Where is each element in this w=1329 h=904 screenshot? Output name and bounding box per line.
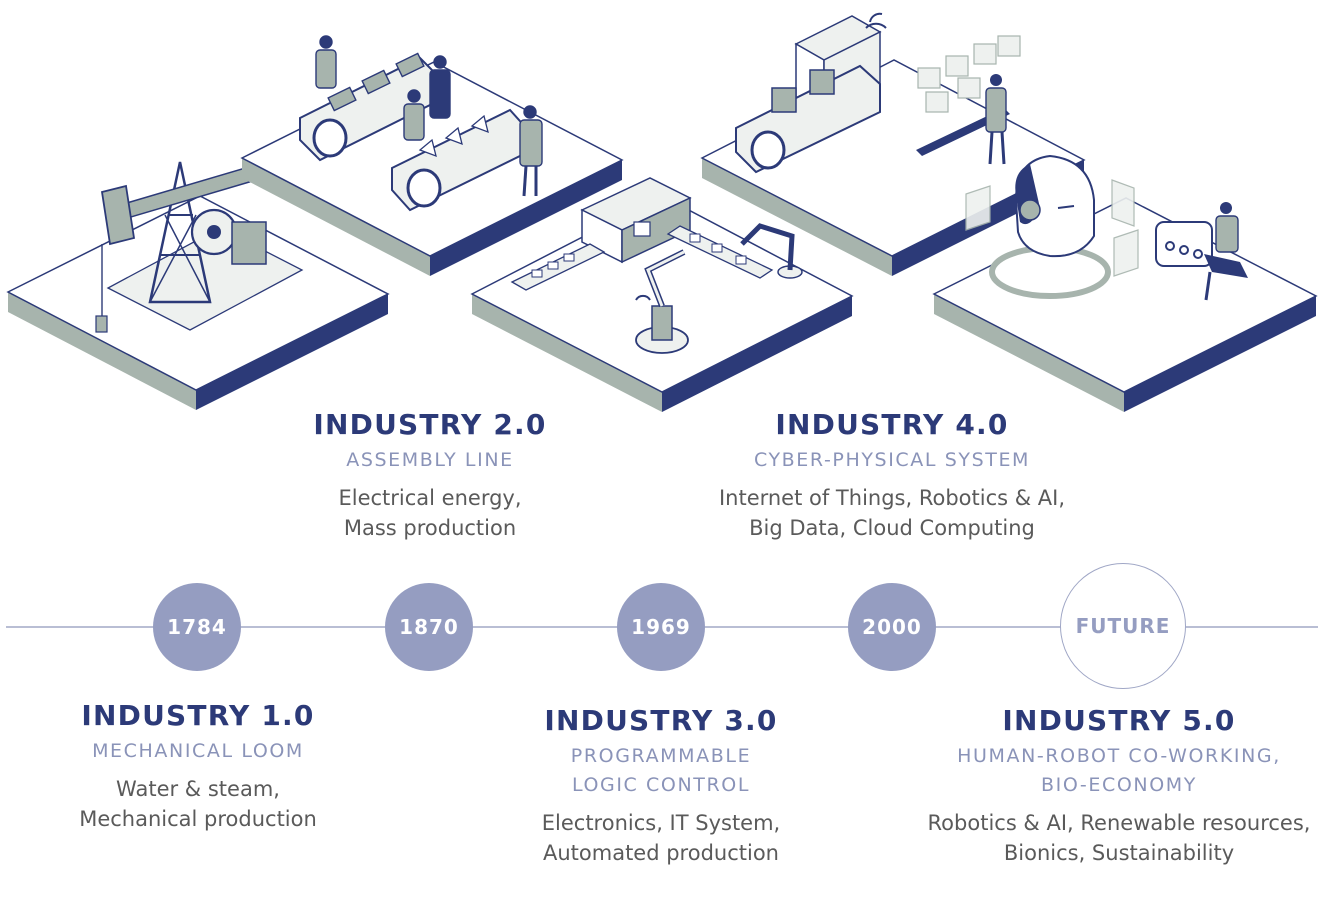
era-industry-3: INDUSTRY 3.0 PROGRAMMABLE LOGIC CONTROL … xyxy=(451,704,871,868)
year-marker-2000: 2000 xyxy=(848,583,936,671)
era-description: Water & steam, Mechanical production xyxy=(79,777,317,831)
year-marker-1870: 1870 xyxy=(385,583,473,671)
era-title: INDUSTRY 2.0 xyxy=(313,408,547,441)
era-description: Robotics & AI, Renewable resources, Bion… xyxy=(927,811,1311,865)
era-industry-5: INDUSTRY 5.0 HUMAN-ROBOT CO-WORKING, BIO… xyxy=(909,704,1329,868)
era-description: Internet of Things, Robotics & AI, Big D… xyxy=(718,486,1066,540)
year-label: FUTURE xyxy=(1075,614,1171,638)
era-description: Electronics, IT System, Automated produc… xyxy=(541,811,781,865)
era-subtitle: MECHANICAL LOOM xyxy=(92,740,304,762)
era-industry-2: INDUSTRY 2.0 ASSEMBLY LINE Electrical en… xyxy=(220,408,640,543)
era-title: INDUSTRY 1.0 xyxy=(81,699,315,732)
era-subtitle: PROGRAMMABLE LOGIC CONTROL xyxy=(570,745,752,796)
year-marker-1969: 1969 xyxy=(617,583,705,671)
oil-pump-icon xyxy=(6,161,390,410)
year-marker-future: FUTURE xyxy=(1060,563,1186,689)
era-title: INDUSTRY 3.0 xyxy=(544,704,778,737)
year-label: 2000 xyxy=(862,615,922,639)
era-industry-4: INDUSTRY 4.0 CYBER-PHYSICAL SYSTEM Inter… xyxy=(672,408,1112,543)
robotic-arm-icon xyxy=(470,177,854,412)
era-subtitle: HUMAN-ROBOT CO-WORKING, BIO-ECONOMY xyxy=(957,745,1281,796)
era-description: Electrical energy, Mass production xyxy=(338,486,522,540)
year-marker-1784: 1784 xyxy=(153,583,241,671)
year-label: 1784 xyxy=(167,615,227,639)
era-title: INDUSTRY 5.0 xyxy=(1002,704,1236,737)
era-subtitle: CYBER-PHYSICAL SYSTEM xyxy=(753,449,1031,471)
era-industry-1: INDUSTRY 1.0 MECHANICAL LOOM Water & ste… xyxy=(0,699,408,834)
era-title: INDUSTRY 4.0 xyxy=(775,408,1009,441)
assembly-line-icon xyxy=(240,35,624,276)
year-label: 1969 xyxy=(631,615,691,639)
year-label: 1870 xyxy=(399,615,459,639)
ai-head-icon xyxy=(932,154,1318,412)
era-subtitle: ASSEMBLY LINE xyxy=(346,449,514,471)
